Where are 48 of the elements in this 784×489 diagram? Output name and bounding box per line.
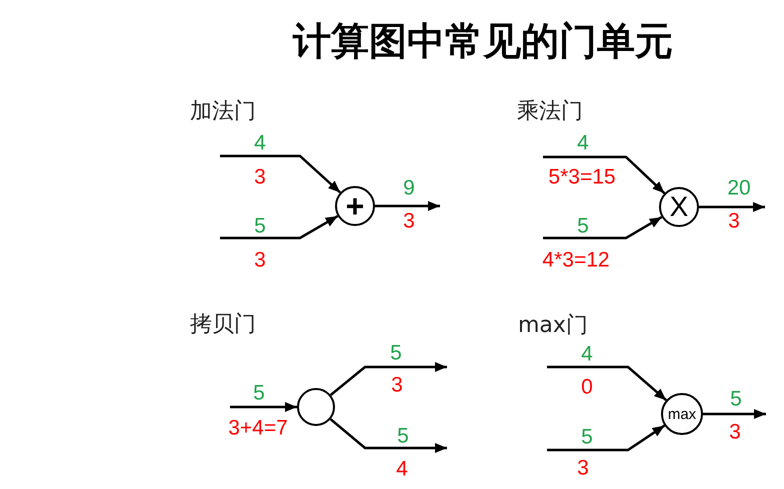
arrow <box>547 424 666 452</box>
edge-label: 5 <box>397 426 409 446</box>
gate-label: X <box>670 193 688 221</box>
edge-label: 4 <box>581 344 593 364</box>
arrow <box>220 215 338 240</box>
gradient-label: 0 <box>581 376 593 398</box>
edge-label: 4 <box>254 132 266 154</box>
gate-circle <box>661 393 703 435</box>
arrow <box>330 362 447 396</box>
arrow <box>699 202 765 212</box>
panel-heading: 加法门 <box>190 101 256 123</box>
gradient-label: 3 <box>403 210 415 232</box>
gradient-label: 3 <box>254 250 266 270</box>
gradient-label: 4*3=12 <box>542 250 610 270</box>
edge-label: 5 <box>253 382 265 404</box>
edge-label: 20 <box>727 178 751 198</box>
gradient-label: 3+4=7 <box>228 418 288 438</box>
arrow <box>220 154 342 194</box>
gradient-label: 5*3=15 <box>548 166 616 188</box>
panel-heading: 乘法门 <box>517 101 583 123</box>
edge-label: 5 <box>254 216 266 236</box>
arrow <box>543 216 662 240</box>
gate-circle <box>335 186 375 226</box>
gate-label: + <box>346 190 364 222</box>
gradient-label: 3 <box>729 422 741 442</box>
edge-label: 5 <box>577 216 589 236</box>
arrow <box>703 409 766 419</box>
edge-label: 5 <box>730 388 742 410</box>
panel-heading: max门 <box>518 315 588 337</box>
gate-label: max <box>668 406 696 422</box>
edge-label: 5 <box>581 426 593 448</box>
arrow <box>375 201 440 211</box>
arrow <box>547 366 668 402</box>
edge-label: 4 <box>577 132 589 154</box>
gate-circle <box>297 388 335 426</box>
gradient-label: 3 <box>728 210 740 232</box>
gradient-label: 3 <box>577 458 589 478</box>
arrow <box>543 156 666 194</box>
arrow <box>230 402 297 412</box>
edge-label: 5 <box>390 342 402 364</box>
arrow <box>330 418 447 453</box>
gradient-label: 3 <box>391 374 403 396</box>
panel-heading: 拷贝门 <box>190 314 256 336</box>
gradient-label: 3 <box>254 166 266 188</box>
gradient-label: 4 <box>396 458 408 480</box>
edge-label: 9 <box>403 178 415 198</box>
gate-circle <box>659 187 699 227</box>
title: 计算图中常见的门单元 <box>293 22 673 60</box>
